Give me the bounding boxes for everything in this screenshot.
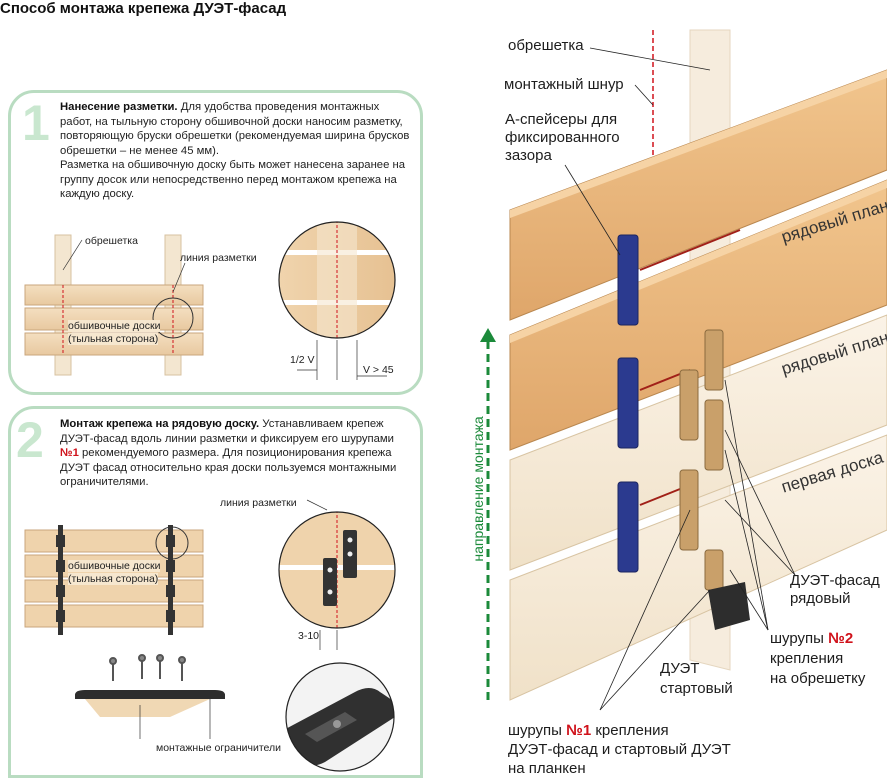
label-screws1-d: на планкен [508, 760, 586, 777]
step2-dim: 3-10 [298, 630, 320, 642]
label-screws1-a: шурупы [508, 722, 567, 739]
step2-zoom-circle [278, 499, 396, 650]
step2-limiter-zoom [285, 662, 395, 772]
facade-assembly-diagram [480, 29, 887, 711]
step1-heading: Нанесение разметки. [60, 101, 178, 113]
step1-text2: Разметка на обшивочную доску быть может … [60, 159, 406, 200]
step1-dim-v: V > 45 [363, 364, 394, 376]
label-direction: направление монтажа [470, 416, 486, 562]
label-duet-row-2: рядовый [790, 590, 851, 607]
label-spacers-1: А-спейсеры для [505, 111, 618, 128]
label-spacers-2: фиксированного [505, 129, 620, 146]
label-batten: обрешетка [508, 37, 584, 54]
step2-screws-and-limiter [75, 654, 225, 739]
step1-dim-half: 1/2 V [290, 354, 315, 366]
step1-label-mark-line: линия разметки [180, 252, 257, 264]
step1-text: Для удобства проведения монтажных работ,… [60, 101, 410, 157]
label-screws1-c: ДУЭТ-фасад и стартовый ДУЭТ [508, 741, 731, 758]
step2-label-boards-1: обшивочные доски [68, 560, 161, 572]
label-screws1: шурупы №1 крепления [508, 722, 669, 740]
step1-label-batten: обрешетка [85, 235, 138, 247]
step1-label-boards-1: обшивочные доски [68, 320, 161, 332]
label-spacers-3: зазора [505, 147, 552, 164]
label-screws1-num: №1 [566, 722, 592, 739]
label-screws2-c: на обрешетку [770, 670, 866, 687]
label-duet-start-1: ДУЭТ [660, 660, 700, 677]
step2-label-boards-2: (тыльная сторона) [68, 573, 159, 585]
step2-boards-illustration [24, 525, 204, 635]
label-screws2-a: шурупы [770, 630, 829, 647]
label-duet-row-1: ДУЭТ-фасад [790, 572, 880, 589]
step1-zoom-circle [278, 221, 396, 380]
label-duet-start-2: стартовый [660, 680, 733, 697]
step2-text-a: Устанавливаем крепеж ДУЭТ-фасад вдоль ли… [60, 418, 394, 445]
page-title: Способ монтажа крепежа ДУЭТ-фасад [0, 0, 287, 17]
step2-number: 2 [16, 412, 44, 468]
step2-heading: Монтаж крепежа на рядовую доску. [60, 418, 260, 430]
label-screws2: шурупы №2 [770, 630, 853, 648]
step2-description: Монтаж крепежа на рядовую доску. Устанав… [60, 417, 410, 490]
step2-text-b: рекомендуемого размера. Для позициониров… [60, 447, 397, 488]
label-cord: монтажный шнур [504, 76, 624, 93]
step2-text-num: №1 [60, 447, 79, 459]
step1-number: 1 [22, 95, 50, 151]
label-screws2-num: №2 [828, 630, 854, 647]
step2-label-limiters: монтажные ограничители [156, 742, 282, 754]
label-screws1-b: крепления [591, 722, 669, 739]
step1-label-boards-2: (тыльная сторона) [68, 333, 159, 345]
step1-description: Нанесение разметки. Для удобства проведе… [60, 100, 410, 202]
step2-label-mark-line: линия разметки [220, 497, 297, 509]
label-screws2-b: крепления [770, 650, 844, 667]
